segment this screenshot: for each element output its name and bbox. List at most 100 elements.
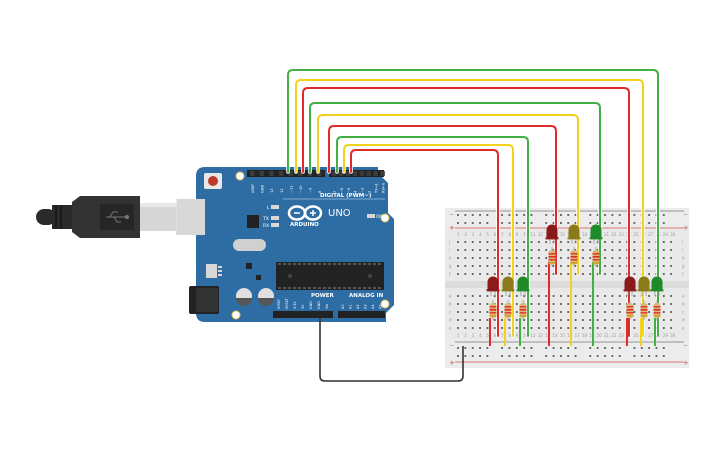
analog-pin-label: A4: [371, 305, 375, 309]
svg-text:8: 8: [508, 232, 511, 237]
svg-text:21: 21: [604, 333, 610, 338]
digital-pin-label: ~10: [299, 185, 303, 193]
digital-pin-label: 2: [368, 191, 372, 193]
wire-pin9-yellow[interactable]: [317, 114, 579, 275]
svg-text:22: 22: [611, 232, 617, 237]
wire-pin13-green[interactable]: [287, 69, 659, 337]
svg-text:15: 15: [560, 333, 566, 338]
led-red[interactable]: [487, 276, 499, 292]
resistor[interactable]: [504, 300, 512, 320]
rail-plus-label: +: [449, 224, 455, 232]
resistor[interactable]: [640, 300, 648, 320]
svg-text:1: 1: [457, 333, 460, 338]
svg-text:25: 25: [633, 333, 639, 338]
traffic-light-2: [545, 224, 603, 267]
model-label: UNO: [328, 208, 351, 219]
resistor[interactable]: [592, 247, 600, 267]
resistor[interactable]: [548, 247, 556, 267]
wire-pin6-green[interactable]: [336, 136, 529, 337]
power-pin-label: GND: [317, 301, 321, 309]
svg-text:b: b: [682, 302, 685, 307]
led-yellow[interactable]: [502, 276, 514, 292]
svg-text:30: 30: [670, 333, 676, 338]
svg-text:RX: RX: [263, 223, 269, 229]
svg-text:4: 4: [479, 232, 482, 237]
wire-pin10-green[interactable]: [309, 102, 601, 275]
svg-text:20: 20: [597, 333, 603, 338]
svg-text:j: j: [448, 240, 450, 245]
svg-text:29: 29: [663, 333, 669, 338]
svg-text:18: 18: [582, 232, 588, 237]
svg-text:+: +: [449, 359, 455, 367]
svg-text:3: 3: [472, 333, 475, 338]
brand-label: ARDUINO: [290, 222, 319, 228]
microcontroller-chip: [276, 262, 384, 290]
wire-pin12-yellow[interactable]: [295, 79, 644, 337]
svg-text:a: a: [682, 294, 685, 299]
resistor[interactable]: [519, 300, 527, 320]
svg-text:h: h: [449, 256, 452, 261]
svg-text:27: 27: [648, 333, 654, 338]
digital-pin-label: AREF: [251, 184, 255, 193]
svg-text:b: b: [449, 302, 452, 307]
led-red[interactable]: [624, 276, 636, 292]
wire-pin5-yellow[interactable]: [343, 144, 514, 337]
svg-text:15: 15: [560, 232, 566, 237]
svg-text:e: e: [682, 326, 685, 331]
svg-text:29: 29: [663, 232, 669, 237]
resistor[interactable]: [626, 300, 634, 320]
on-led: [367, 214, 375, 218]
svg-text:12: 12: [538, 232, 544, 237]
wire-pin8-red[interactable]: [328, 125, 557, 275]
digital-pin-label: ~11: [289, 185, 293, 193]
digital-pin-label: ~5: [347, 188, 351, 193]
svg-text:c: c: [449, 310, 451, 315]
svg-text:5: 5: [486, 333, 489, 338]
resistor[interactable]: [570, 247, 578, 267]
analog-header-label: ANALOG IN: [349, 293, 384, 299]
svg-text:j: j: [681, 240, 683, 245]
wire-pin11-red[interactable]: [302, 87, 630, 337]
svg-text:−: −: [683, 342, 688, 349]
power-pin-label: 3.3V: [293, 301, 297, 309]
power-pin-label: IOREF: [277, 299, 281, 309]
resistor[interactable]: [489, 300, 497, 320]
svg-text:11: 11: [531, 333, 537, 338]
traffic-light-3: [623, 276, 664, 320]
led-red[interactable]: [546, 224, 558, 239]
led-yellow[interactable]: [638, 276, 650, 292]
svg-text:g: g: [682, 264, 685, 269]
svg-text:i: i: [682, 248, 683, 253]
digital-pin-label: ~6: [340, 187, 344, 193]
svg-text:25: 25: [633, 232, 639, 237]
svg-text:9: 9: [516, 232, 519, 237]
reset-button[interactable]: [204, 173, 222, 189]
led-green[interactable]: [651, 276, 663, 292]
svg-text:L: L: [267, 205, 270, 211]
svg-text:30: 30: [670, 232, 676, 237]
svg-text:6: 6: [494, 333, 497, 338]
svg-text:+: +: [683, 224, 689, 232]
svg-text:9: 9: [516, 333, 519, 338]
wire-gnd[interactable]: [319, 318, 464, 382]
led-yellow[interactable]: [568, 224, 580, 239]
power-pin-label: 5V: [301, 304, 305, 309]
svg-text:+: +: [683, 359, 689, 367]
resistor[interactable]: [653, 300, 661, 320]
power-header-label: POWER: [311, 293, 335, 299]
led-green[interactable]: [517, 276, 529, 292]
on-label: ON: [376, 214, 382, 219]
svg-text:7: 7: [501, 333, 504, 338]
usb-symbol-icon: [106, 211, 130, 223]
svg-text:−: −: [683, 211, 688, 218]
svg-text:2: 2: [464, 333, 467, 338]
svg-text:−: −: [449, 342, 454, 349]
digital-pin-label: GND: [261, 185, 265, 193]
wire-pin4-red[interactable]: [350, 149, 499, 337]
power-pin-label: GND: [309, 301, 313, 309]
led-green[interactable]: [590, 224, 602, 239]
